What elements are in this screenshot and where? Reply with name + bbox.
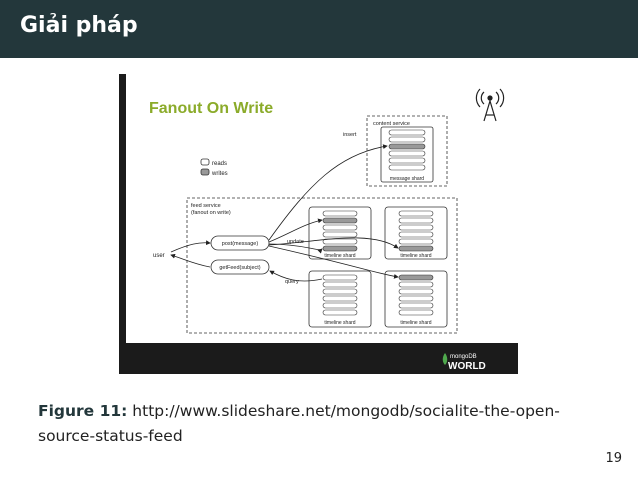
feed-service-sublabel: (fanout on write): [191, 210, 231, 216]
legend-reads-swatch: [200, 158, 210, 166]
feed-service-label: feed service: [191, 203, 221, 209]
message-shard-cells: [388, 129, 426, 171]
flow-arrows: [170, 144, 399, 282]
fanout-figure: Fanout On Write reads writes content ser…: [119, 74, 518, 374]
get-feed-node: [210, 259, 270, 275]
slide-header: Giải pháp: [0, 0, 638, 58]
logo-bottom-text: WORLD: [448, 361, 486, 372]
fanout-diagram: Fanout On Write reads writes content ser…: [119, 74, 518, 374]
get-feed-label: getFeed(subject): [219, 265, 260, 271]
caption-label: Figure 11:: [38, 402, 128, 420]
slide-title: Giải pháp: [20, 13, 138, 38]
query-label: query: [285, 279, 299, 285]
user-label: user: [153, 253, 165, 259]
timeline-shard-2-label: timeline shard: [400, 253, 431, 259]
timeline-shard-4: timeline shard: [384, 270, 448, 328]
timeline-shard-2: timeline shard: [384, 206, 448, 260]
slide-footer-bar: [119, 343, 518, 374]
legend-writes-label: writes: [211, 171, 228, 177]
figure-heading: Fanout On Write: [149, 100, 273, 117]
figure-caption: Figure 11: http://www.slideshare.net/mon…: [38, 399, 578, 449]
feed-service-box: [186, 197, 458, 334]
legend-reads-label: reads: [212, 161, 227, 167]
caption-text[interactable]: http://www.slideshare.net/mongodb/social…: [38, 402, 560, 445]
insert-label: insert: [343, 132, 357, 138]
timeline-shard-1: timeline shard: [308, 206, 372, 260]
post-message-label: post(message): [222, 241, 259, 247]
timeline-shard-3: timeline shard: [308, 270, 372, 328]
post-message-node: [210, 235, 270, 251]
update-label: update: [287, 239, 304, 245]
page-number: 19: [605, 451, 622, 466]
message-shard-label: message shard: [390, 176, 424, 182]
timeline-shard-4-label: timeline shard: [400, 320, 431, 326]
mongodb-world-logo: mongoDB WORLD: [442, 353, 486, 372]
timeline-shard-3-label: timeline shard: [324, 320, 355, 326]
legend-writes-swatch: [200, 168, 210, 176]
logo-top-text: mongoDB: [450, 354, 477, 360]
timeline-shard-1-label: timeline shard: [324, 253, 355, 259]
broadcast-icon: [475, 88, 505, 122]
content-service-label: content service: [373, 121, 410, 127]
slide-left-strip: [119, 74, 126, 374]
